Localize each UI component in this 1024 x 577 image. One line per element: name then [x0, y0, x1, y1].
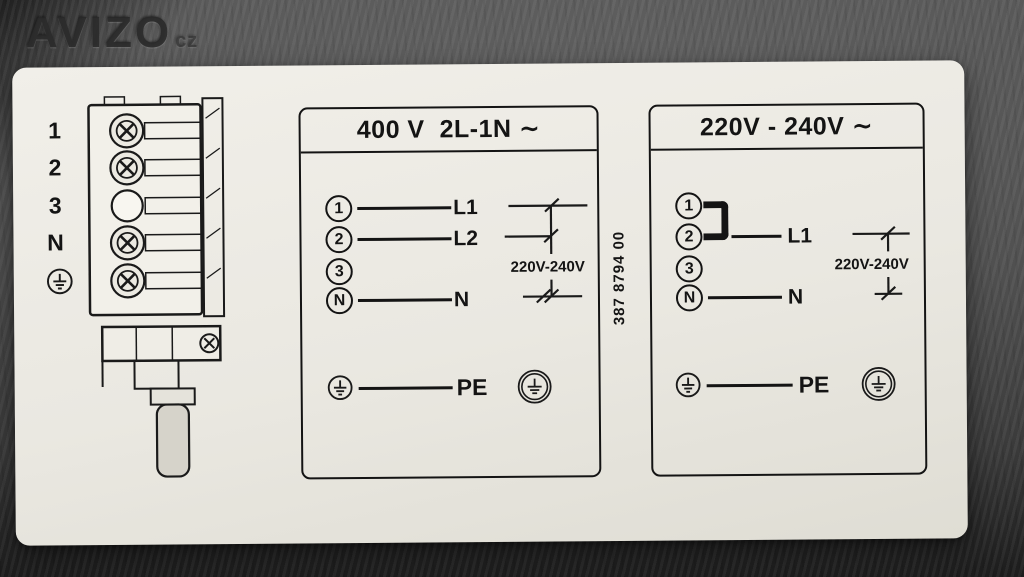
wire	[706, 383, 793, 388]
wire	[357, 206, 452, 211]
voltage-note: 220V-240V	[510, 258, 585, 276]
protective-earth-icon	[517, 369, 552, 404]
terminal-row: N N	[652, 283, 924, 312]
wire	[357, 237, 452, 242]
wire	[358, 386, 453, 391]
diagram-title: 220V - 240V ∼	[699, 111, 874, 142]
terminal-number: N	[47, 229, 64, 256]
diagram-220v-header: 220V - 240V ∼	[650, 104, 923, 151]
watermark-suffix: cz	[175, 30, 199, 52]
diagram-400v-header: 400 V 2L-1N ∼	[300, 107, 597, 154]
terminal-circle: 2	[325, 226, 353, 254]
pe-row: PE	[653, 366, 925, 404]
terminal-circle: N	[675, 284, 704, 312]
terminal-circle: 3	[325, 258, 353, 286]
pe-row: PE	[303, 368, 599, 406]
terminal-row: 1	[651, 191, 923, 220]
terminal-row: N N	[302, 285, 598, 315]
terminal-circle: 3	[675, 255, 703, 283]
earth-icon	[47, 268, 73, 295]
terminal-row: 2 L2	[301, 224, 597, 254]
protective-earth-icon	[861, 367, 896, 401]
terminal-number: 2	[48, 154, 62, 181]
earth-icon	[327, 375, 353, 401]
terminal-row: 1 L1	[301, 193, 597, 223]
terminal-circle: 1	[325, 195, 353, 223]
terminal-circle: N	[325, 287, 354, 315]
wire-label: L1	[787, 224, 813, 248]
terminal-circle: 2	[675, 223, 703, 251]
terminal-circle: 1	[675, 192, 703, 220]
terminal-row: 2 L1	[651, 222, 923, 251]
terminal-number: 1	[48, 117, 62, 144]
wire	[357, 298, 452, 303]
wiring-label: 1 2 3 N 400 V 2L-1N ∼ 1 L1 2	[12, 60, 968, 546]
diagram-220v: 220V - 240V ∼ 1 2 L1 3 N N	[648, 102, 928, 477]
voltage-note: 220V-240V	[834, 255, 909, 274]
terminal-block-drawing	[87, 95, 226, 478]
pe-label: PE	[798, 371, 830, 398]
watermark-text: AVIZO	[26, 8, 173, 57]
pe-label: PE	[456, 374, 488, 401]
diagram-title: 400 V 2L-1N ∼	[356, 114, 541, 145]
diagram-400v: 400 V 2L-1N ∼ 1 L1 2 L2 3 N N	[298, 105, 602, 480]
earth-icon	[675, 372, 701, 398]
terminal-block-illustration: 1 2 3 N	[12, 66, 296, 546]
wire	[731, 234, 782, 239]
wire-label: L2	[453, 227, 479, 251]
wire-label: L1	[453, 196, 478, 220]
wire-label: N	[787, 285, 804, 309]
wire-label: N	[453, 288, 470, 312]
terminal-number: 3	[48, 192, 62, 219]
wire	[707, 295, 782, 300]
part-number: 387 8794 00	[610, 230, 629, 326]
